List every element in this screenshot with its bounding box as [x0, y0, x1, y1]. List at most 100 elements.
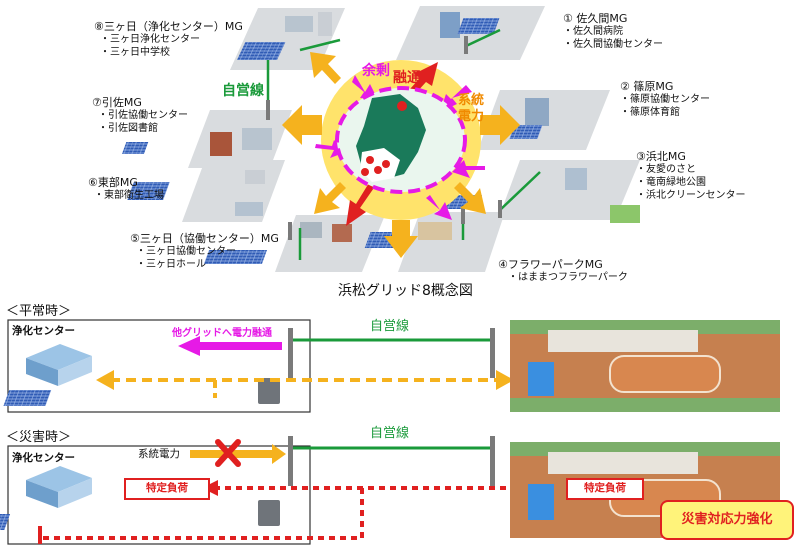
mg7-item: ・引佐協働センター	[98, 110, 188, 121]
interchange-arrow	[178, 336, 282, 356]
tile-mg6	[182, 160, 285, 222]
label-grid-power: 系統電力	[458, 92, 484, 124]
arrow-right-icon	[496, 370, 514, 390]
arrow-left-icon	[96, 370, 114, 390]
blocked-x-icon	[215, 439, 241, 467]
pole-icon	[490, 436, 495, 486]
mg8-item: ・三ヶ日中学校	[100, 47, 170, 58]
mg1-block: ① 佐久間MG ・佐久間病院 ・佐久間協働センター	[563, 12, 663, 51]
grid-power-label: 系統電力	[138, 448, 180, 460]
star-icon	[366, 156, 374, 164]
mg5-item: ・三ヶ日協働センター	[136, 246, 236, 257]
arrow-left	[282, 105, 322, 145]
school-image	[510, 320, 780, 412]
star-icon	[361, 168, 369, 176]
map-stars	[361, 101, 407, 176]
pole-icon	[464, 36, 468, 54]
mg5-block: ⑤三ヶ日（協働センター）MG ・三ヶ日協働センター ・三ヶ日ホール	[130, 232, 279, 271]
star-icon	[382, 160, 390, 168]
solar-panel-icon	[509, 125, 543, 139]
normal-facility-label: 浄化センター	[12, 325, 75, 337]
pole-icon	[498, 200, 502, 218]
arrow-left-icon	[202, 480, 218, 496]
load-line	[38, 488, 364, 540]
solar-panel-icon	[121, 142, 149, 154]
arrow-down-left	[314, 182, 346, 214]
mg3-item: ・浜北クリーンセンター	[636, 190, 746, 201]
magenta-arrow	[426, 195, 452, 220]
mg8-item: ・三ヶ日浄化センター	[100, 34, 200, 45]
mg2-item: ・篠原協働センター	[620, 94, 710, 105]
private-line	[465, 28, 501, 48]
normal-line-label: 自営線	[370, 319, 410, 334]
pole-icon	[288, 436, 293, 486]
solar-panel-icon	[237, 42, 286, 60]
purification-center-icon	[26, 466, 92, 508]
red-arrow	[346, 178, 378, 226]
hospital-icon	[440, 12, 460, 38]
mg4-item: ・はままつフラワーパーク	[508, 272, 628, 283]
park-icon	[610, 205, 640, 223]
building-icon	[332, 224, 352, 242]
pole-icon	[288, 328, 293, 378]
mg4-name: ④フラワーパークMG	[498, 258, 603, 271]
disaster-strength-badge: 災害対応力強化	[660, 500, 794, 540]
label-surplus: 余剰	[361, 62, 390, 79]
specific-load-left: 特定負荷	[124, 478, 210, 500]
pole-icon	[490, 328, 495, 378]
mg3-item: ・友愛のさと	[636, 164, 696, 175]
power-poles	[266, 36, 502, 240]
building-icon	[210, 132, 232, 156]
battery-icon	[258, 378, 280, 404]
disaster-section-title: ＜災害時＞	[6, 430, 72, 445]
arrow-down	[384, 220, 418, 258]
star-icon	[397, 101, 407, 111]
mg7-name: ⑦引佐MG	[92, 96, 142, 109]
tile-mg4	[398, 212, 505, 272]
purification-center-icon	[26, 344, 92, 386]
normal-facility-frame	[7, 319, 311, 413]
mg1-item: ・佐久間病院	[563, 26, 623, 37]
school-image	[510, 442, 780, 538]
mg3-block: ③浜北MG ・友愛のさと ・竜南緑地公園 ・浜北クリーンセンター	[636, 150, 746, 202]
mg2-item: ・篠原体育館	[620, 107, 680, 118]
diagram-title: 浜松グリッド8概念図	[338, 283, 473, 299]
private-line	[499, 171, 541, 211]
building-icon	[285, 16, 313, 32]
solar-panel-icon	[203, 250, 268, 264]
mg6-item: ・東部衛生工場	[94, 190, 164, 201]
building-icon	[525, 98, 549, 126]
label-interchange: 融通	[393, 69, 421, 86]
private-line	[299, 38, 341, 52]
mg6-block: ⑥東部MG ・東部衛生工場	[88, 176, 164, 202]
private-lines	[266, 28, 541, 260]
mg6-name: ⑥東部MG	[88, 176, 138, 189]
battery-icon	[258, 500, 280, 526]
mg1-item: ・佐久間協働センター	[563, 39, 663, 50]
grid-power-arrow	[190, 444, 286, 464]
building-icon	[235, 202, 263, 216]
magenta-arrow	[452, 160, 485, 178]
pole-icon	[266, 100, 270, 120]
operation-diagram	[0, 319, 780, 545]
disaster-facility-label: 浄化センター	[12, 452, 75, 464]
orange-arrows	[282, 52, 520, 258]
mg4-block: ④フラワーパークMG ・はままつフラワーパーク	[498, 258, 628, 284]
mg3-item: ・竜南緑地公園	[636, 177, 706, 188]
mg7-block: ⑦引佐MG ・引佐協働センター ・引佐図書館	[92, 96, 188, 135]
mg5-item: ・三ヶ日ホール	[136, 259, 206, 270]
interchange-label: 他グリッドへ電力融通	[172, 328, 272, 339]
specific-load-right: 特定負荷	[566, 478, 644, 500]
arrow-up-left	[310, 52, 341, 84]
tile-mg7	[188, 110, 292, 168]
solar-panel-icon	[127, 182, 170, 200]
mg8-name: ⑧三ヶ日（浄化センター）MG	[94, 20, 243, 33]
label-private-line: 自営線	[222, 82, 264, 99]
solar-panel-icon	[457, 18, 500, 34]
building-icon	[242, 128, 272, 150]
mg3-name: ③浜北MG	[636, 150, 686, 163]
arrow-right	[480, 105, 520, 145]
arrow-down-right	[454, 182, 486, 214]
mg8-block: ⑧三ヶ日（浄化センター）MG ・三ヶ日浄化センター ・三ヶ日中学校	[94, 20, 243, 59]
